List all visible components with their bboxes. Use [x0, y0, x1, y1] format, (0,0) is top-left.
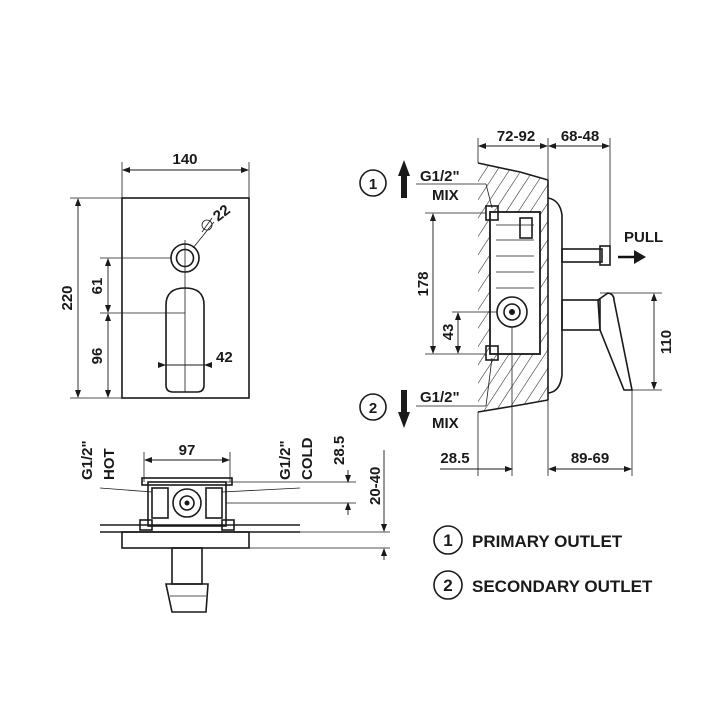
marker-secondary-circle: [359, 393, 387, 421]
pull-label: PULL: [624, 229, 663, 246]
diverter-cap: [599, 245, 611, 266]
inlet-connection-inner: [503, 303, 521, 321]
dim-diameter-label: 22: [210, 201, 234, 225]
marker-primary-circle: [359, 169, 387, 197]
dim-outlet-spacing-label: 178: [415, 271, 432, 296]
dim-wall-offset-label: 28.5: [440, 450, 469, 467]
side-view: PULL 72-92 68-48 178 43 110 28.5 89-69: [359, 128, 675, 476]
dim-inlet-spacing-label: 97: [179, 442, 196, 459]
legend-primary-number: 1: [443, 531, 452, 550]
cold-label: COLD: [299, 437, 316, 480]
dim-lever-width-label: 42: [216, 349, 233, 366]
inlet-center: [509, 309, 515, 315]
leader-cold: [221, 487, 301, 493]
hot-label: HOT: [101, 448, 118, 480]
dim-upper-offset-label: 61: [89, 278, 106, 295]
dim-handle-reach-label: 89-69: [571, 450, 609, 467]
diameter-symbol-slash: [201, 217, 213, 233]
diverter-stem: [561, 248, 603, 263]
outlet-up-arrow: [398, 160, 410, 198]
outlet-top-thread: G1/2": [420, 168, 460, 185]
plan-valve-body: [147, 481, 227, 527]
cold-thread: G1/2": [277, 440, 294, 480]
outlet-bottom-thread: G1/2": [420, 389, 460, 406]
plan-cartridge: [172, 488, 202, 518]
plan-inlet-hot: [151, 487, 169, 519]
lever-side: [597, 292, 633, 391]
legend-secondary-number: 2: [443, 576, 452, 595]
arrow: [158, 362, 166, 368]
legend-primary-label: PRIMARY OUTLET: [472, 532, 623, 551]
cover-plate: [121, 197, 250, 399]
legend-item-secondary: 2 SECONDARY OUTLET: [433, 570, 653, 600]
plan-bracket-left: [139, 519, 153, 531]
marker-secondary-number: 2: [369, 400, 377, 417]
outlet-bottom-label: MIX: [432, 415, 459, 432]
plan-view: 97 G1/2" HOT G1/2" COLD 28.5 20-40: [79, 436, 390, 613]
dim-body-depth-label: 72-92: [497, 128, 535, 145]
arrow: [204, 362, 212, 368]
legend: 1 PRIMARY OUTLET 2 SECONDARY OUTLET: [433, 525, 653, 600]
legend-item-primary: 1 PRIMARY OUTLET: [433, 525, 623, 555]
leader-top-end: [485, 183, 493, 209]
plan-bracket-right: [221, 519, 235, 531]
front-view: 140 220 61 96 22 42: [59, 151, 250, 399]
lever-handle: [165, 287, 205, 393]
dim-width-label: 140: [172, 151, 197, 168]
lever-hub: [561, 299, 601, 331]
leader-hot: [99, 487, 153, 493]
plan-cartridge-center: [184, 500, 190, 506]
dim-handle-height-label: 110: [658, 330, 675, 354]
plan-cartridge-inner: [179, 495, 195, 511]
dim-height-label: 220: [59, 285, 76, 310]
leader-diameter: [192, 221, 215, 249]
plan-inlet-cold: [205, 487, 223, 519]
plan-lever: [165, 583, 209, 613]
plan-cover-plate: [121, 531, 250, 549]
dim-lower-offset-label: 96: [89, 348, 106, 365]
legend-secondary-circle: [433, 570, 463, 600]
cover-plate-side: [547, 197, 563, 394]
outlet-top-label: MIX: [432, 187, 459, 204]
hot-thread: G1/2": [79, 440, 96, 480]
wall-top-edge: [477, 162, 549, 181]
marker-primary-number: 1: [369, 176, 377, 193]
dim-inlet-height-label: 43: [440, 324, 457, 341]
outlet-down-arrow: [398, 390, 410, 428]
legend-primary-circle: [433, 525, 463, 555]
dim-handle-projection-label: 68-48: [561, 128, 599, 145]
legend-secondary-label: SECONDARY OUTLET: [472, 577, 653, 596]
pull-arrow-head: [634, 250, 646, 264]
cartridge-block: [519, 217, 533, 239]
dim-depth-range-label: 20-40: [367, 467, 384, 505]
plan-lever-hub: [171, 547, 203, 585]
leader-bottom-end: [485, 357, 493, 407]
plan-top-flange: [141, 477, 233, 486]
wall-bottom-edge: [477, 399, 549, 413]
dim-depth-small-label: 28.5: [331, 436, 348, 465]
diameter-symbol: [201, 219, 213, 231]
